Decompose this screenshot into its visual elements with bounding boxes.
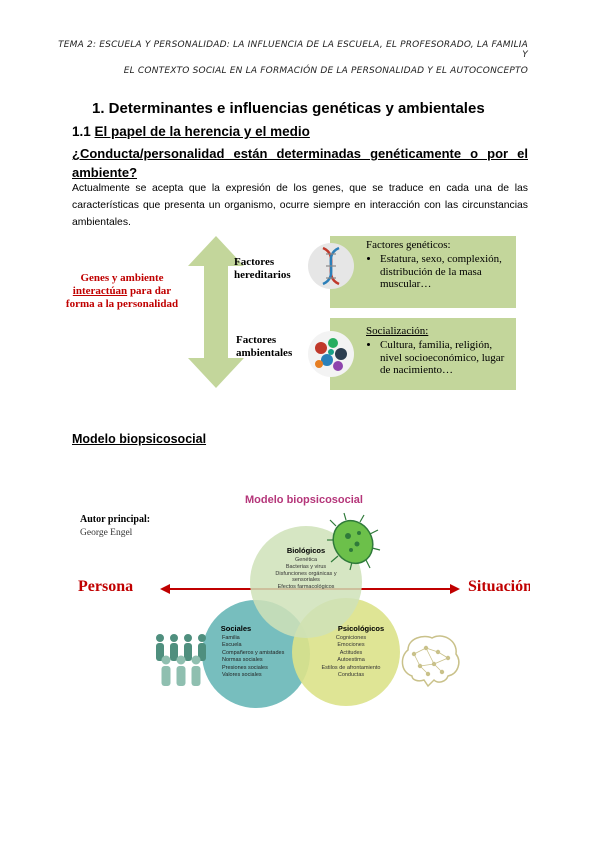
psi-item: Emociones xyxy=(306,642,396,649)
running-header: TEMA 2: ESCUELA Y PERSONALIDAD: LA INFLU… xyxy=(58,40,528,76)
subsection-heading: 1.1 El papel de la herencia y el medio xyxy=(72,124,310,139)
header-line-1: TEMA 2: ESCUELA Y PERSONALIDAD: LA INFLU… xyxy=(58,40,528,60)
header-line-2: EL CONTEXTO SOCIAL EN LA FORMACIÓN DE LA… xyxy=(58,66,528,76)
psi-item: Actitudes xyxy=(306,650,396,657)
situacion-label: Situación xyxy=(468,578,530,596)
socialization-box: Socialización: Cultura, familia, religió… xyxy=(330,318,516,390)
intro-paragraph: Actualmente se acepta que la expresión d… xyxy=(72,180,528,231)
genes-ambiente-caption: Genes y ambiente interactúan para dar fo… xyxy=(62,272,182,311)
psi-item: Cogniciones xyxy=(306,635,396,642)
author-label: Autor principal: xyxy=(80,514,150,525)
psi-item: Estilos de afrontamiento xyxy=(306,665,396,672)
soc-list: Familia Escuela Compañeros y amistades N… xyxy=(222,635,302,679)
factores-ambientales-label: Factores ambientales xyxy=(236,334,308,360)
genetic-box-item: Estatura, sexo, complexión, distribución… xyxy=(380,253,508,291)
psi-list: Cogniciones Emociones Actitudes Autoesti… xyxy=(306,635,396,679)
psi-title: Psicológicos xyxy=(326,624,396,633)
soc-item: Valores sociales xyxy=(222,672,302,679)
soc-title: Sociales xyxy=(206,624,266,633)
bio-item: Efectos farmacológicos xyxy=(256,584,356,591)
subsection-title: El papel de la herencia y el medio xyxy=(95,124,310,139)
interactuan-word: interactúan xyxy=(73,285,127,297)
socialization-box-title: Socialización: xyxy=(366,325,508,337)
figure2-title: Modelo biopsicosocial xyxy=(228,494,380,506)
socialization-box-item: Cultura, familia, religión, nivel socioe… xyxy=(380,339,508,377)
psi-item: Autoestima xyxy=(306,657,396,664)
dna-icon xyxy=(307,242,355,290)
molecules-icon xyxy=(307,330,355,378)
bacterium-icon xyxy=(326,512,382,572)
question-heading: ¿Conducta/personalidad están determinada… xyxy=(72,144,528,182)
genetic-factors-box: Factores genéticos: Estatura, sexo, comp… xyxy=(330,236,516,308)
factores-hereditarios-label: Factores hereditarios xyxy=(234,256,304,282)
persona-label: Persona xyxy=(78,578,133,596)
section-heading: 1. Determinantes e influencias genéticas… xyxy=(92,100,485,117)
soc-item: Compañeros y amistades xyxy=(222,650,302,657)
soc-item: Escuela xyxy=(222,642,302,649)
soc-item: Normas sociales xyxy=(222,657,302,664)
bio-item: sensoriales xyxy=(256,577,356,584)
genetic-box-title: Factores genéticos: xyxy=(366,239,508,251)
soc-item: Familia xyxy=(222,635,302,642)
psi-item: Conductas xyxy=(306,672,396,679)
brain-icon xyxy=(398,630,464,688)
subsection-number: 1.1 xyxy=(72,124,95,139)
soc-item: Presiones sociales xyxy=(222,665,302,672)
people-group-icon xyxy=(150,632,212,688)
author-name: George Engel xyxy=(80,528,132,538)
modelo-biopsicosocial-heading: Modelo biopsicosocial xyxy=(72,432,206,446)
